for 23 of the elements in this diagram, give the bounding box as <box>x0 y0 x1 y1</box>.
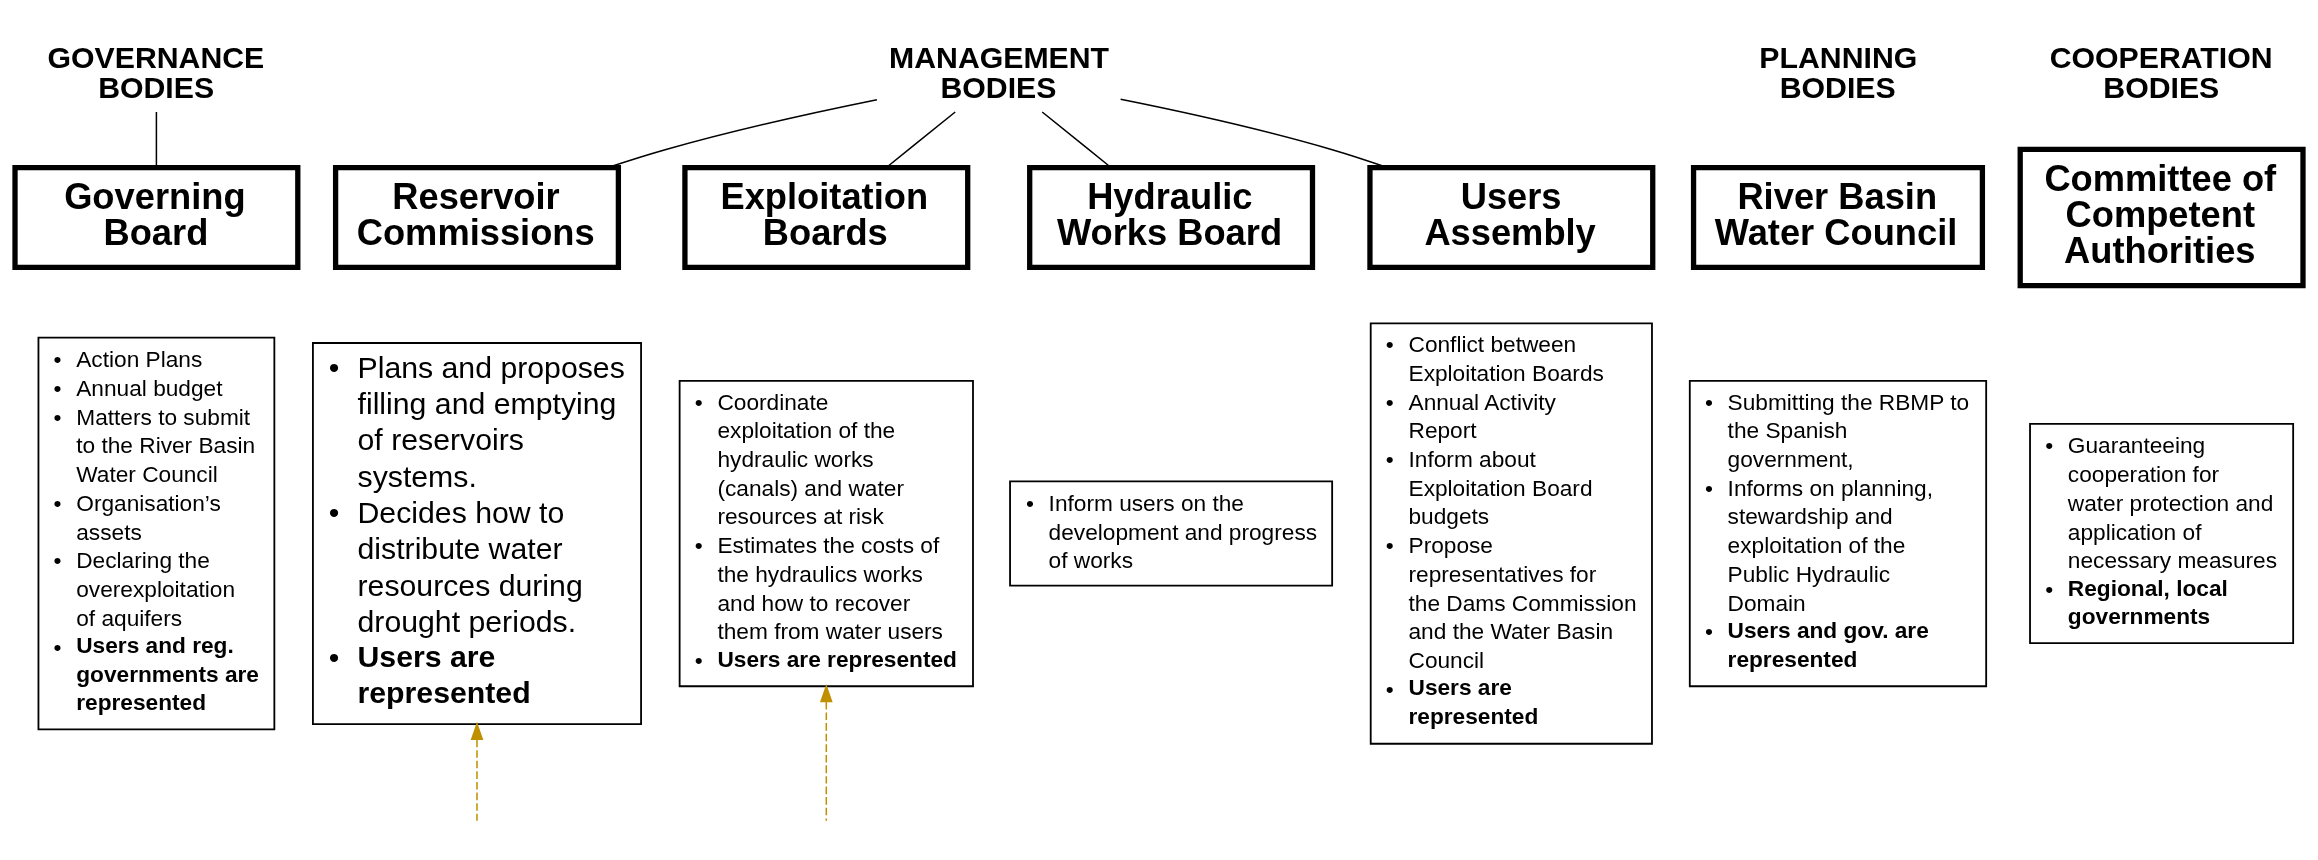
node-box: • Coordinate exploitation of the hydraulic works (canals) and water resources at risk • Estimates the costs of the hydraulics works and how to recover them from water users • Users are represented <box>678 379 974 687</box>
node-box: • Submitting the RBMP to the Spanish government, • Informs on planning, stewardship and exploitation of the Public Hydraulic Domain • Users and gov. are represented <box>1688 379 1988 687</box>
node-box: • Inform users on the development and progress of works <box>1009 479 1334 587</box>
label: PLANNING BODIES <box>1759 40 1918 104</box>
node-box: Governing Board <box>12 164 301 270</box>
node-box: • Action Plans • Annual budget • Matters to submit to the River Basin Water Council • Organisation’s assets • Declaring the overexploitation of aquifers • Users and reg. governments are represented <box>37 336 276 730</box>
label: COOPERATION BODIES <box>2049 40 2273 104</box>
node-box: River Basin Water Council <box>1690 164 1986 270</box>
node-box: • Conflict between Exploitation Boards • Annual Activity Report • Inform about Exploitation Board budgets • Propose representatives for the Dams Commission and the Water Basin Council • Users are represented <box>1369 321 1653 745</box>
connector <box>155 110 158 168</box>
node-box: Reservoir Commissions <box>332 164 622 270</box>
connector <box>885 110 956 168</box>
node-text: MANAGEMENT BODIES <box>889 40 1110 104</box>
arrow <box>470 721 484 821</box>
connector <box>1041 110 1112 168</box>
node-box: Hydraulic Works Board <box>1027 164 1316 270</box>
node-box: Exploitation Boards <box>682 164 971 270</box>
node-box: • Plans and proposes filling and emptying of reservoirs systems. • Decides how to distribute water resources during drought periods. • Users are represented <box>312 341 642 725</box>
arrow <box>819 683 833 821</box>
node-text: GOVERNANCE BODIES <box>47 40 265 104</box>
node-box: • Guaranteeing cooperation for water protection and application of necessary measures • Regional, local governments <box>2029 422 2295 644</box>
node-box: Committee of Competent Authorities <box>2017 146 2306 288</box>
node-box: Users Assembly <box>1367 164 1656 270</box>
